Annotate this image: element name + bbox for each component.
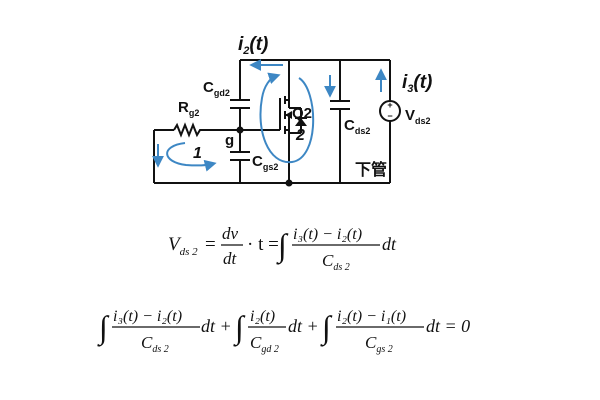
mosfet-body-arrow: [285, 111, 292, 119]
eq2-integral-3: ∫: [320, 309, 333, 347]
eq2-t1-numerator: i₃(t) − i₂(t): [113, 308, 182, 325]
body-diode-triangle: [295, 118, 307, 126]
eq2-t3-numerator: i₂(t) − i₁(t): [337, 308, 406, 325]
eq2-t2-numerator: i₂(t): [250, 308, 275, 325]
label-loop-1: 1: [193, 145, 202, 162]
eq1-equals: =: [205, 234, 216, 255]
junction-source: [285, 179, 293, 187]
loop-1-path: [166, 142, 217, 172]
capacitor-cds2: [330, 100, 350, 110]
label-gate-node: g: [225, 132, 234, 149]
eq1-lhs: Vds 2: [168, 234, 198, 258]
label-cgd2: Cgd2: [203, 79, 230, 98]
eq1-tail: dt: [382, 234, 397, 254]
label-vds2: Vds2: [405, 107, 431, 126]
label-i2: i2(t): [238, 34, 268, 57]
vds-minus-sign: −: [387, 111, 392, 121]
label-i3: i3(t): [402, 72, 432, 95]
label-cds2: Cds2: [344, 117, 370, 136]
eq2-t1-tail: dt +: [201, 316, 232, 336]
eq2-t3-tail: dt = 0: [426, 316, 470, 336]
junction-gate: [236, 126, 244, 134]
eq1-dot-t: · t =: [247, 234, 279, 255]
eq2-t1-denominator: Cds 2: [141, 333, 169, 355]
eq2-integral-2: ∫: [233, 309, 246, 347]
label-loop-2: 2: [295, 127, 305, 144]
label-cgs2: Cgs2: [252, 153, 278, 172]
label-q2: Q2: [292, 105, 312, 122]
eq1-dv: dv: [222, 224, 239, 243]
label-lower-switch: 下管: [355, 160, 387, 179]
eq1-integral: ∫: [276, 227, 289, 265]
capacitor-cgs2: [230, 151, 250, 161]
current-arrows: [152, 59, 387, 172]
resistor-rg2: [173, 122, 202, 138]
capacitor-cgd2: [230, 99, 250, 109]
eq2-t2-denominator: Cgd 2: [250, 333, 279, 355]
eq1-numerator: i₃(t) − i₂(t): [293, 226, 362, 243]
eq1-dt: dt: [223, 249, 238, 268]
vds-plus-sign: +: [387, 100, 392, 110]
label-rg2: Rg2: [178, 99, 199, 118]
equation-2: ∫ i₃(t) − i₂(t) Cds 2 dt + ∫ i₂(t) Cgd 2…: [97, 308, 470, 355]
eq2-t2-tail: dt +: [288, 316, 319, 336]
eq2-t3-denominator: Cgs 2: [365, 333, 393, 355]
eq1-denominator: Cds 2: [322, 251, 350, 273]
equation-1: Vds 2 = dv dt · t = ∫ i₃(t) − i₂(t) Cds …: [168, 224, 397, 273]
loop-2-path: [259, 72, 315, 164]
eq2-integral-1: ∫: [97, 309, 110, 347]
voltage-source-vds2: [379, 100, 401, 122]
